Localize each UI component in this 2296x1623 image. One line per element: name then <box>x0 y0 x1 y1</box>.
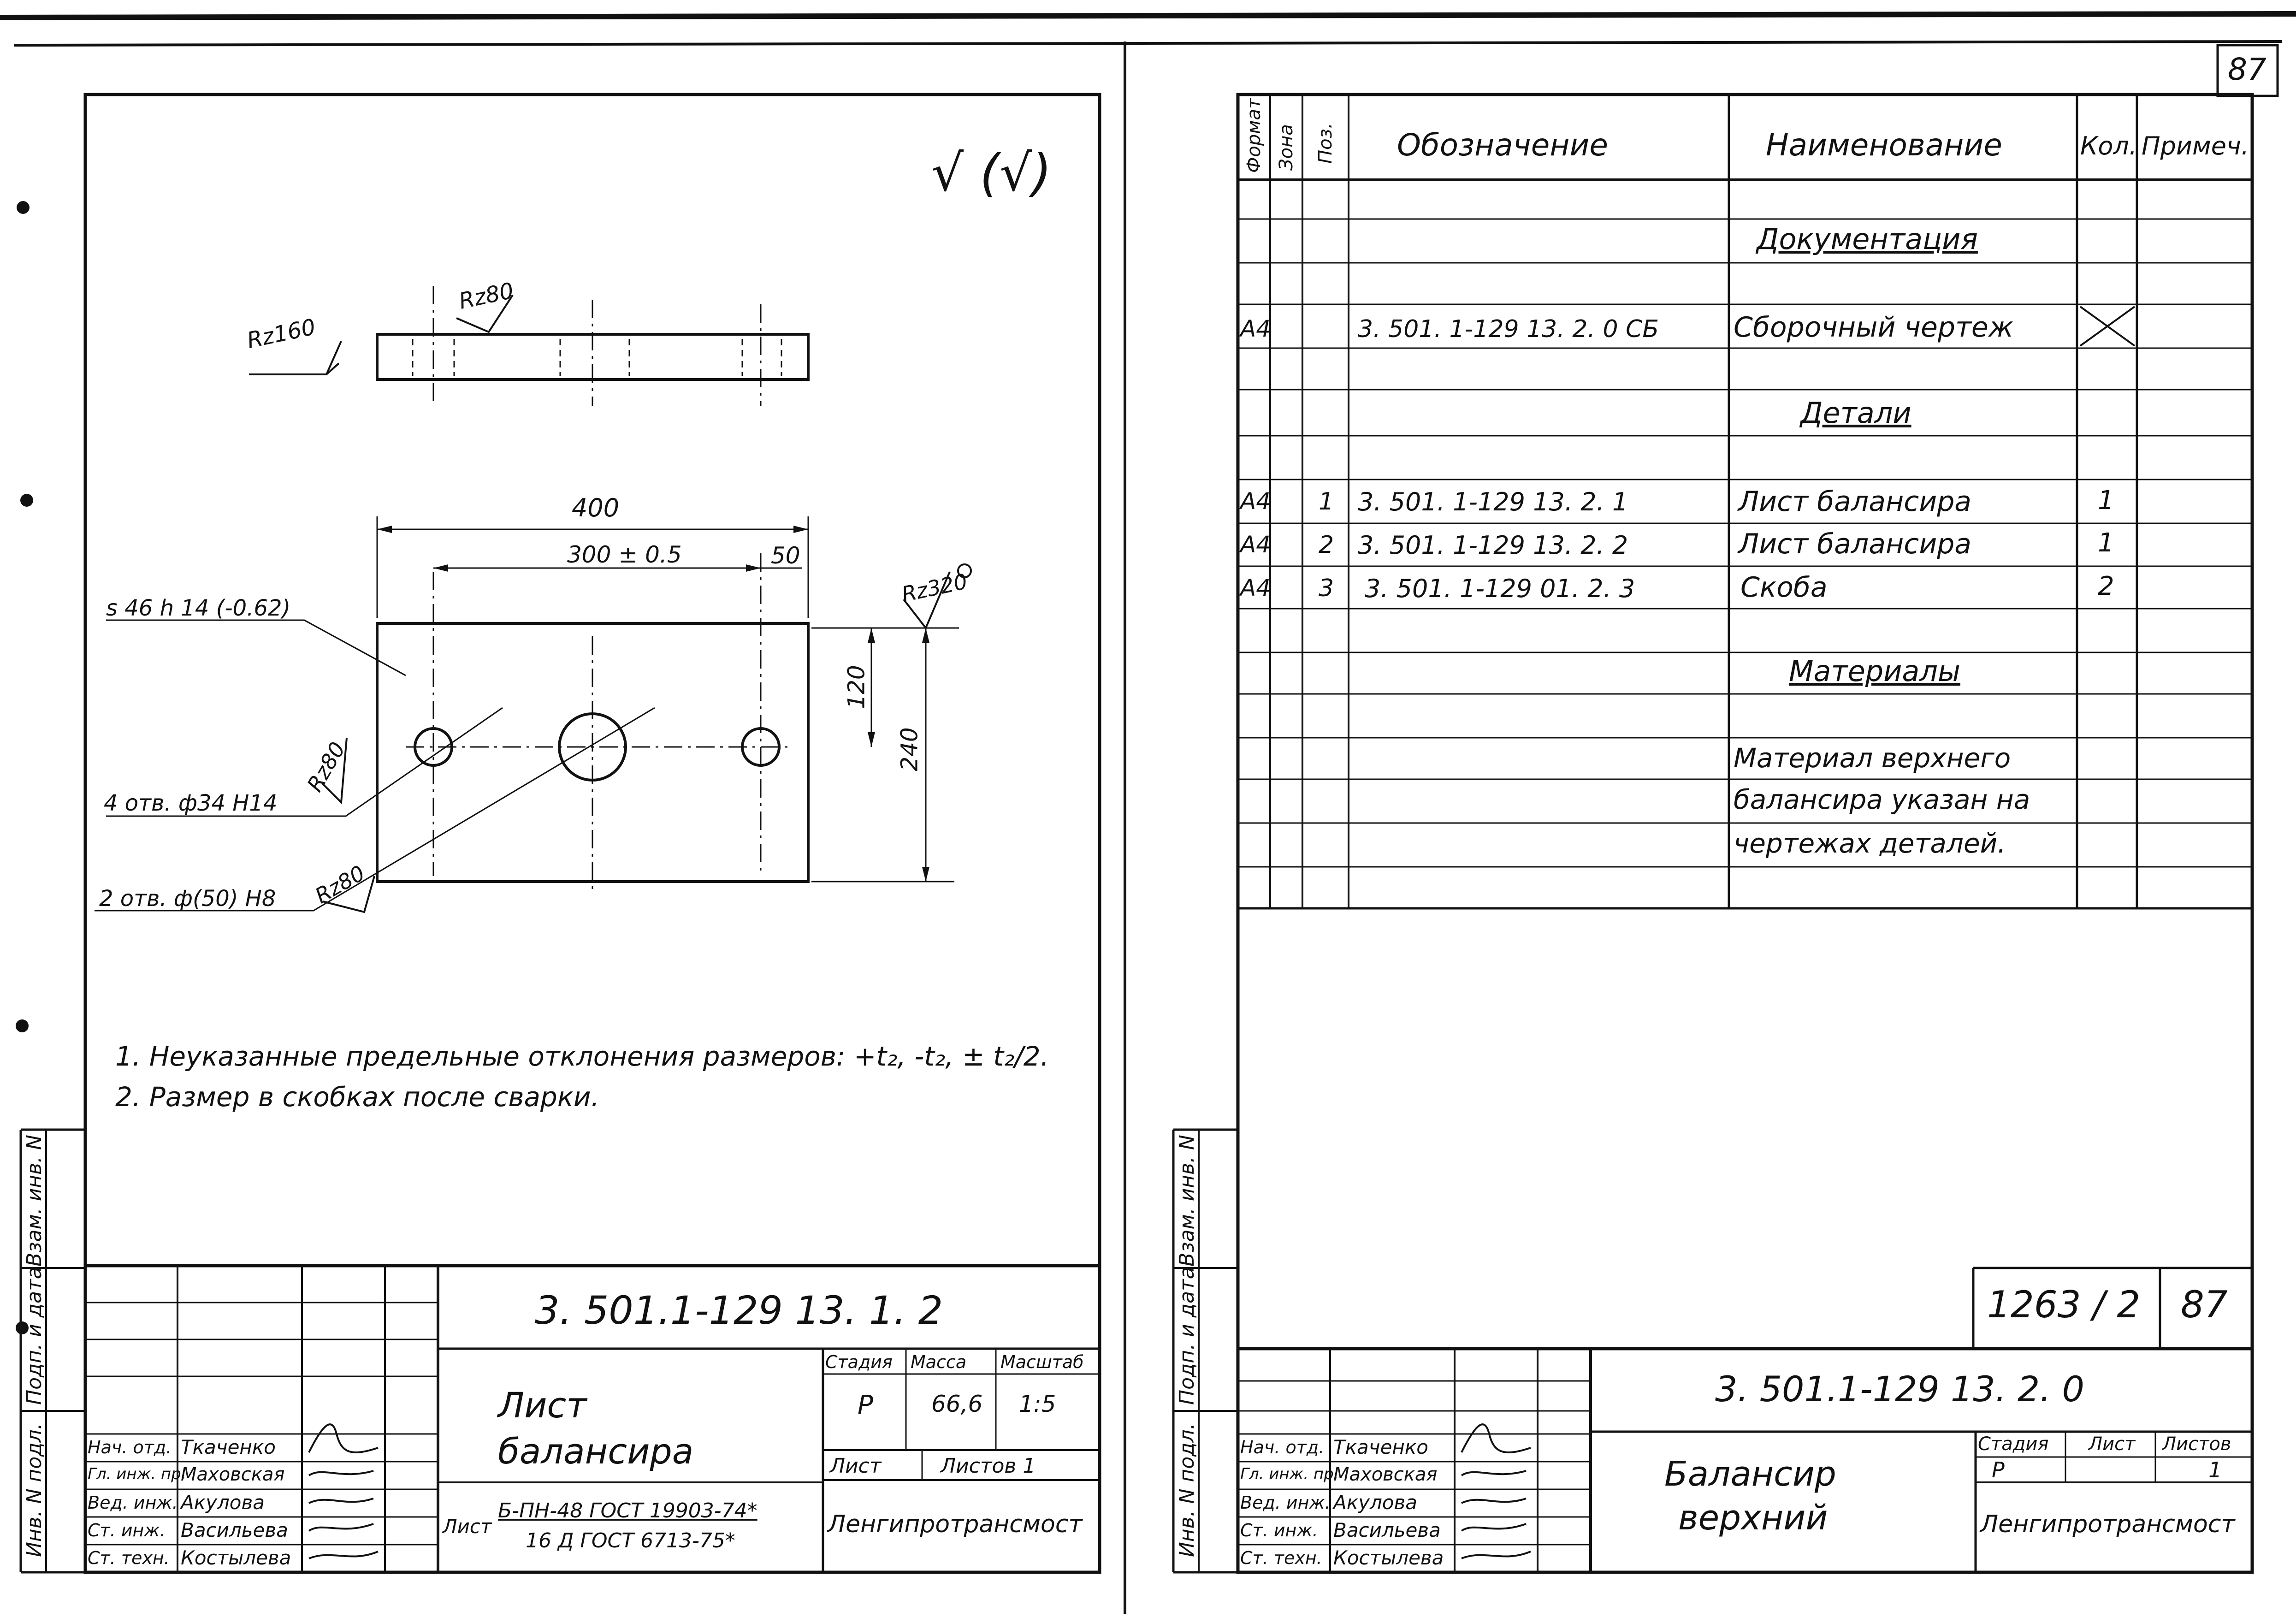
note-1: 1. Неуказанные предельные отклонения раз… <box>115 1041 1049 1072</box>
left-header-scale: Масштаб <box>1000 1352 1084 1372</box>
spec-header-format: Формат <box>1243 98 1265 173</box>
right-name-2: Маховская <box>1333 1464 1438 1485</box>
material-note-1: Материал верхнего <box>1734 742 2011 774</box>
spec-header-zone: Зона <box>1276 124 1297 171</box>
dim-half-height: 120 <box>843 665 870 709</box>
general-roughness-mark: √ (√) <box>931 143 1052 202</box>
part-row-2-pos: 2 <box>1319 531 1334 559</box>
left-value-stage: Р <box>858 1390 873 1420</box>
right-name-3: Акулова <box>1333 1491 1417 1514</box>
left-sheet-label: Лист <box>830 1454 882 1478</box>
part-row-1-qty: 1 <box>2098 486 2114 515</box>
right-signatures <box>1461 1423 1531 1559</box>
part-row-2-designation: 3. 501. 1-129 13. 2. 2 <box>1358 531 1628 560</box>
part-row-1-name: Лист балансира <box>1738 486 1972 518</box>
left-name-2: Маховская <box>181 1464 285 1485</box>
part-row-3-designation: 3. 501. 1-129 01. 2. 3 <box>1365 574 1635 603</box>
stamp-podp-data-left: Подп. и дата <box>23 1267 46 1405</box>
stamp-vzam-inv-left: Взам. инв. N <box>23 1135 46 1267</box>
spec-header-note: Примеч. <box>2142 131 2249 160</box>
right-header-sheet: Лист <box>2089 1433 2136 1455</box>
left-role-1: Нач. отд. <box>88 1437 172 1457</box>
part-row-1-format: А4 <box>1240 488 1271 515</box>
part-row-2-name: Лист балансира <box>1738 528 1972 560</box>
doc-row-designation: 3. 501. 1-129 13. 2. 0 СБ <box>1358 315 1659 343</box>
section-parts: Детали <box>1800 396 1911 430</box>
left-name-5: Костылева <box>181 1546 291 1569</box>
right-role-4: Ст. инж. <box>1240 1520 1318 1540</box>
note-2: 2. Размер в скобках после сварки. <box>115 1081 600 1113</box>
left-role-5: Ст. техн. <box>88 1548 170 1568</box>
doc-row-format: А4 <box>1240 315 1271 342</box>
page-number: 87 <box>2228 52 2266 87</box>
stamp-inv-podl-left: Инв. N подл. <box>23 1423 46 1557</box>
dim-holes-small: 4 отв. ф34 H14 <box>104 790 278 816</box>
dim-edge-offset: 50 <box>771 542 800 569</box>
right-header-sheets: Листов <box>2162 1433 2231 1455</box>
left-role-2: Гл. инж. пр. <box>88 1465 186 1483</box>
left-header-mass: Масса <box>911 1352 967 1372</box>
left-header-stage: Стадия <box>825 1352 893 1372</box>
part-row-3-pos: 3 <box>1319 575 1334 602</box>
part-row-1-designation: 3. 501. 1-129 13. 2. 1 <box>1358 487 1628 516</box>
right-role-3: Вед. инж. <box>1240 1493 1331 1513</box>
right-role-5: Ст. техн. <box>1240 1548 1322 1568</box>
left-organization: Ленгипротрансмост <box>828 1510 1083 1538</box>
part-row-3-name: Скоба <box>1740 571 1828 604</box>
right-role-1: Нач. отд. <box>1240 1437 1325 1457</box>
part-row-3-qty: 2 <box>2098 571 2114 601</box>
left-material-prefix: Лист <box>443 1515 492 1538</box>
dim-hole-spacing: 300 ± 0.5 <box>567 541 682 568</box>
left-name-4: Васильева <box>181 1519 288 1541</box>
part-row-1-pos: 1 <box>1319 488 1334 515</box>
material-note-3: чертежах деталей. <box>1734 828 2006 859</box>
right-name-5: Костылева <box>1333 1546 1444 1569</box>
part-row-2-format: А4 <box>1240 531 1271 558</box>
doc-row-name: Сборочный чертеж <box>1734 311 2013 344</box>
stamp-vzam-inv-right: Взам. инв. N <box>1175 1135 1199 1267</box>
archive-number: 1263 / 2 <box>1987 1283 2141 1326</box>
left-part-name-1: Лист <box>498 1385 587 1426</box>
right-title-2: верхний <box>1678 1498 1828 1538</box>
spec-header-pos: Поз. <box>1315 123 1336 164</box>
left-signatures <box>308 1423 379 1559</box>
dim-holes-large: 2 отв. ф(50) H8 <box>99 886 276 912</box>
left-part-name-2: балансира <box>498 1431 694 1472</box>
dim-thickness: s 46 h 14 (-0.62) <box>106 595 291 621</box>
right-value-sheets: 1 <box>2208 1457 2222 1482</box>
section-materials: Материалы <box>1789 654 1960 688</box>
left-sheets-label: Листов 1 <box>941 1454 1036 1478</box>
right-title-1: Балансир <box>1664 1454 1836 1494</box>
right-name-1: Ткаченко <box>1333 1436 1428 1458</box>
right-header-stage: Стадия <box>1978 1433 2049 1455</box>
part-row-2-qty: 1 <box>2098 528 2114 558</box>
archive-page: 87 <box>2181 1283 2228 1326</box>
right-value-stage: Р <box>1992 1457 2005 1482</box>
left-role-3: Вед. инж. <box>88 1493 178 1513</box>
section-documentation: Документация <box>1757 222 1978 256</box>
left-material-line1: Б-ПН-48 ГОСТ 19903-74* <box>498 1499 757 1522</box>
right-name-4: Васильева <box>1333 1519 1441 1541</box>
left-name-1: Ткаченко <box>181 1436 276 1458</box>
left-doc-code: 3. 501.1-129 13. 1. 2 <box>535 1288 943 1333</box>
left-role-4: Ст. инж. <box>88 1520 166 1540</box>
dim-overall-length: 400 <box>572 493 620 522</box>
left-value-mass: 66,6 <box>931 1391 983 1417</box>
spec-header-qty: Кол. <box>2080 131 2137 160</box>
spec-header-designation: Обозначение <box>1397 127 1608 163</box>
stamp-inv-podl-right: Инв. N подл. <box>1175 1423 1199 1557</box>
part-row-3-format: А4 <box>1240 575 1271 601</box>
left-name-3: Акулова <box>181 1491 265 1514</box>
stamp-podp-data-right: Подп. и дата <box>1175 1267 1199 1405</box>
spec-header-name: Наименование <box>1766 127 2002 163</box>
left-material-line2: 16 Д ГОСТ 6713-75* <box>526 1529 735 1552</box>
right-doc-code: 3. 501.1-129 13. 2. 0 <box>1715 1368 2084 1410</box>
right-organization: Ленгипротрансмост <box>1980 1510 2235 1538</box>
dim-full-height: 240 <box>896 727 923 771</box>
right-role-2: Гл. инж. пр. <box>1240 1465 1339 1483</box>
material-note-2: балансира указан на <box>1734 784 2030 815</box>
left-value-scale: 1:5 <box>1019 1391 1056 1417</box>
